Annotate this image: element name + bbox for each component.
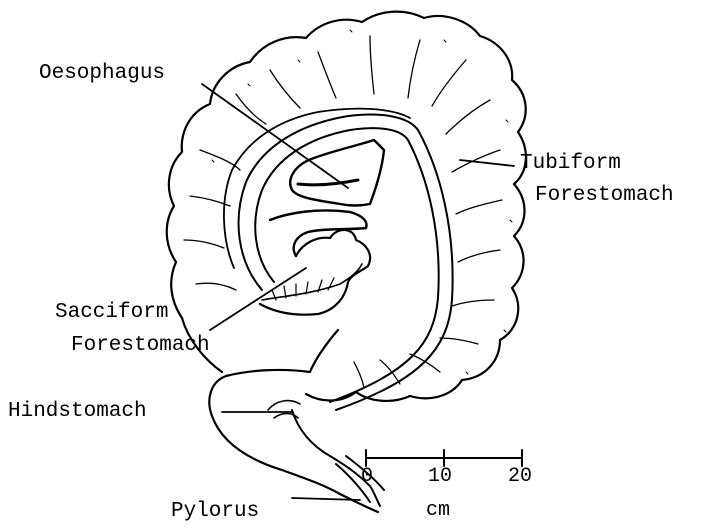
label-pylorus: Pylorus	[171, 500, 259, 524]
scale-unit: cm	[426, 500, 450, 522]
hindstomach-fold	[268, 401, 300, 418]
wall-dots	[212, 30, 512, 374]
label-sacciform-line2: Forestomach	[71, 334, 210, 358]
scale-label-0: 0	[361, 466, 373, 488]
label-sacciform-line1: Sacciform	[55, 301, 168, 325]
label-hindstomach: Hindstomach	[8, 400, 147, 424]
tubiform-inner-edge	[224, 109, 410, 268]
label-tubiform-line2: Forestomach	[535, 184, 674, 208]
scale-label-20: 20	[508, 466, 532, 488]
hindstomach-contour	[209, 330, 378, 512]
forestomach-partition	[290, 140, 384, 206]
label-oesophagus: Oesophagus	[39, 62, 165, 86]
scale-label-10: 10	[428, 466, 452, 488]
lumen-outer-line	[239, 115, 453, 410]
oesophagus-tube	[298, 180, 358, 185]
sacciform-leader	[210, 268, 306, 330]
label-tubiform-line1: Tubiform	[520, 152, 621, 176]
lumen-inner-line	[255, 128, 438, 402]
sacciform-lobe	[260, 230, 370, 315]
